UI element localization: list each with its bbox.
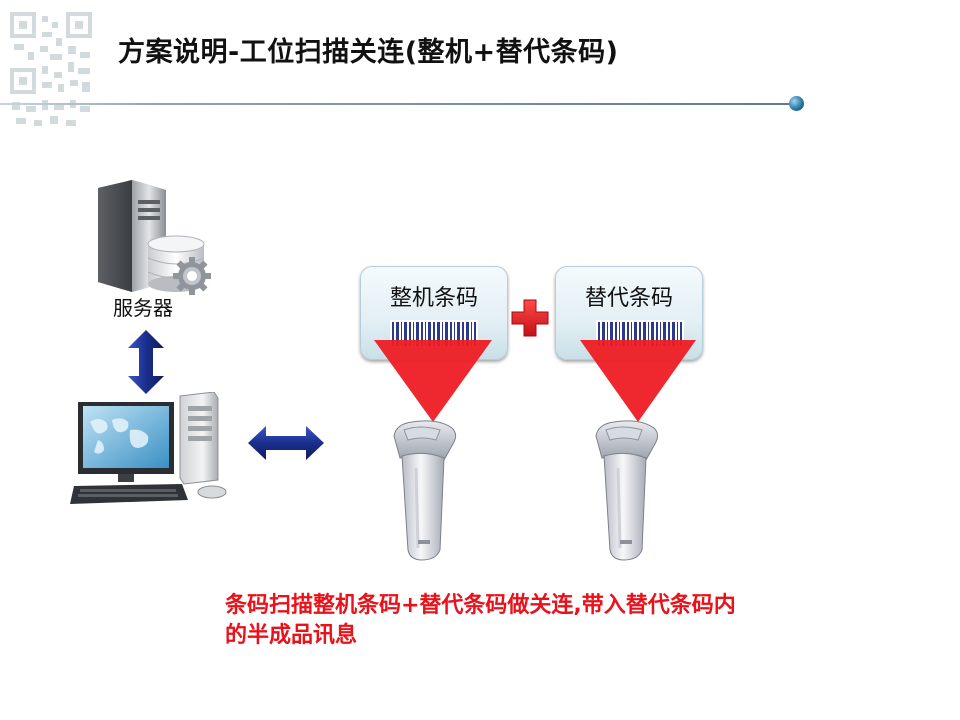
qr-watermark-icon — [10, 12, 92, 126]
scan-beam-substitute — [580, 340, 696, 422]
scanner-main-group — [374, 320, 492, 561]
description-caption: 条码扫描整机条码+替代条码做关连,带入替代条码内 的半成品讯息 — [225, 591, 865, 651]
title-divider — [0, 103, 795, 105]
horizontal-double-arrow-icon — [248, 426, 324, 460]
desktop-computer-icon — [70, 392, 227, 504]
server-icon — [98, 180, 211, 295]
server-label: 服务器 — [113, 296, 173, 320]
slide-title: 方案说明-工位扫描关连(整机+替代条码) — [118, 37, 619, 68]
caption-line-2: 的半成品讯息 — [225, 623, 358, 648]
divider-endpoint-dot — [789, 96, 804, 111]
caption-line-1: 条码扫描整机条码+替代条码做关连,带入替代条码内 — [225, 593, 736, 618]
scan-beam-main — [374, 340, 492, 422]
card-label-substitute: 替代条码 — [584, 286, 673, 311]
vertical-double-arrow-icon — [128, 330, 164, 394]
scanner-substitute-group — [580, 320, 696, 561]
plus-icon — [511, 299, 549, 337]
card-label-main: 整机条码 — [389, 286, 478, 311]
